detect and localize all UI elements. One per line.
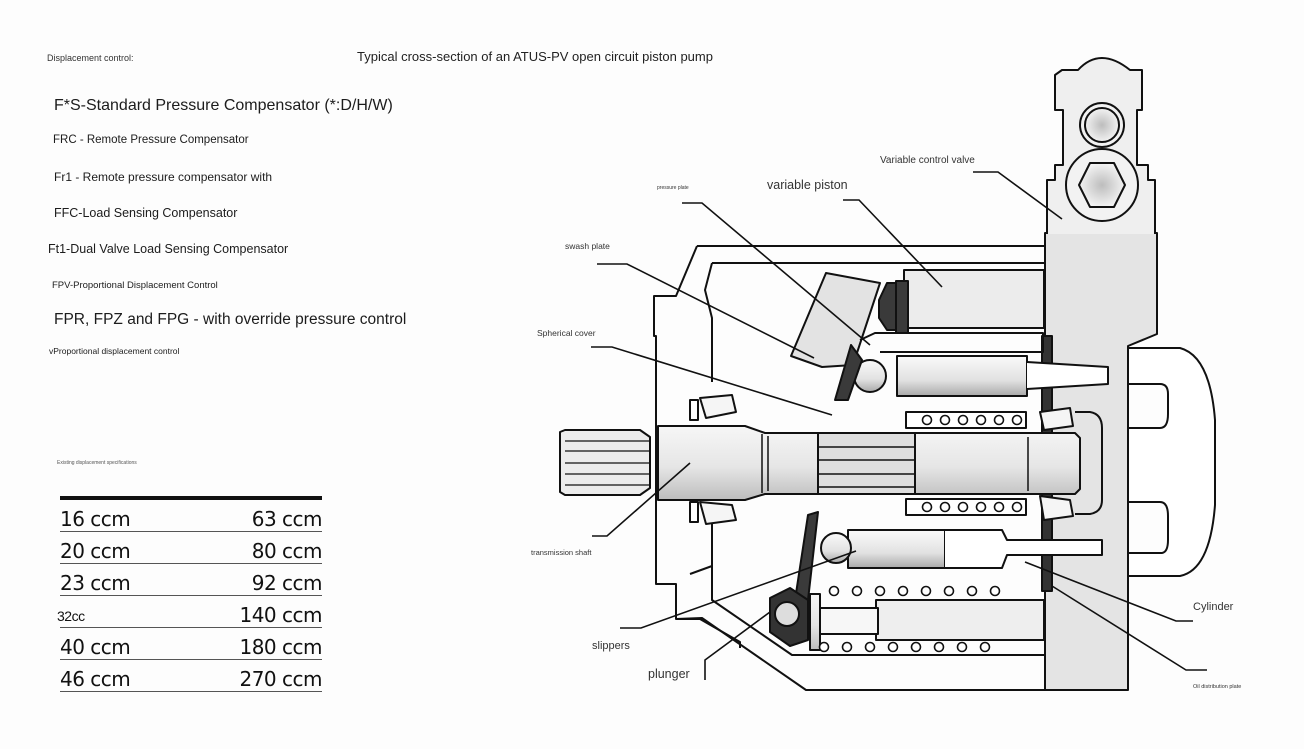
leader-slippers [620, 550, 857, 629]
pump-housing [653, 245, 1045, 691]
control-item-fpv: FPV-Proportional Displacement Control [52, 280, 218, 291]
label-slippers: slippers [592, 640, 630, 652]
displacement-min: 40 ccm [60, 635, 131, 659]
rear-bearing [1039, 407, 1103, 521]
spring-coil [979, 641, 991, 653]
displacement-max: 140 ccm [239, 603, 322, 627]
displacement-min: 20 ccm [60, 539, 131, 563]
leader-oil-distribution-plate [1051, 585, 1207, 671]
spring-coil [874, 585, 886, 597]
spring-coil [920, 585, 932, 597]
spring-coil [1011, 501, 1023, 513]
swash-plate [790, 272, 881, 368]
spring-coil [921, 501, 933, 513]
spring-coil [989, 585, 1001, 597]
spring-coil [910, 641, 922, 653]
label-pressure-plate: pressure plate [657, 185, 689, 191]
spring-coil [828, 585, 840, 597]
leader-lines [591, 171, 1207, 680]
displacement-table: 16 ccm 63 ccm 20 ccm 80 ccm 23 ccm 92 ccm 3… [57, 496, 323, 696]
table-row: 40 ccm 180 ccm [60, 632, 322, 660]
spring-coil [1011, 414, 1023, 426]
table-row: 32cc 140 ccm [57, 600, 322, 628]
displacement-max: 92 ccm [251, 571, 323, 595]
control-item-ffc: FFC-Load Sensing Compensator [54, 206, 238, 220]
control-item-proportional: vProportional displacement control [49, 346, 180, 356]
spring-coil [921, 414, 933, 426]
section-label: Displacement control: [47, 53, 134, 63]
table-row: 46 ccm 270 ccm [60, 664, 322, 692]
spring-coil [841, 641, 853, 653]
control-item-frc: FRC - Remote Pressure Compensator [53, 134, 249, 146]
displacement-max: 63 ccm [251, 507, 323, 531]
spring-coil [975, 501, 987, 513]
transmission-shaft [559, 425, 1081, 501]
leader-variable-piston [843, 199, 943, 288]
control-item-ft1: Ft1-Dual Valve Load Sensing Compensator [48, 242, 289, 256]
displacement-min: 16 ccm [60, 507, 131, 531]
spring-coil [993, 501, 1005, 513]
label-oil-distribution-plate: Oil distribution plate [1193, 684, 1241, 690]
spring-coil [957, 414, 969, 426]
displacement-min: 23 ccm [60, 571, 131, 595]
specs-caption: Existing displacement specifications [57, 460, 137, 466]
leader-cylinder [1024, 561, 1193, 622]
control-item-fr1: Fr1 - Remote pressure compensator with [54, 170, 273, 184]
displacement-max: 80 ccm [251, 539, 323, 563]
spring-coil [887, 641, 899, 653]
variable-piston [878, 269, 1045, 334]
spring-coil [818, 641, 830, 653]
control-item-fs: F*S-Standard Pressure Compensator (*:D/H… [54, 97, 393, 114]
displacement-max: 270 ccm [239, 667, 322, 691]
table-row: 23 ccm 92 ccm [60, 568, 323, 596]
return-spring-assembly [769, 587, 1045, 651]
label-variable-control-valve: Variable control valve [880, 155, 975, 166]
upper-piston [834, 332, 1109, 401]
label-plunger: plunger [648, 667, 690, 681]
label-spherical-cover: Spherical cover [537, 328, 596, 338]
displacement-min: 46 ccm [60, 667, 131, 691]
table-row: 16 ccm 63 ccm [60, 504, 323, 532]
spring-coil [939, 414, 951, 426]
table-top-rule [60, 496, 322, 500]
spring-coil [943, 585, 955, 597]
spring-coil [956, 641, 968, 653]
leader-swash-plate [597, 263, 815, 359]
displacement-min: 32cc [57, 608, 85, 624]
leader-transmission-shaft [592, 462, 691, 537]
spring-coils [818, 414, 1023, 653]
table-row: 20 ccm 80 ccm [60, 536, 323, 564]
label-transmission-shaft: transmission shaft [531, 548, 592, 557]
diagram-title: Typical cross-section of an ATUS-PV open… [357, 49, 713, 64]
spring-coil [957, 501, 969, 513]
spring-coil [939, 501, 951, 513]
front-bearing [689, 394, 737, 525]
spring-coil [975, 414, 987, 426]
label-variable-piston: variable piston [767, 178, 848, 192]
control-item-fpr: FPR, FPZ and FPG - with override pressur… [54, 311, 407, 328]
leader-pressure-plate [682, 202, 871, 346]
spring-coil [993, 414, 1005, 426]
label-cylinder: Cylinder [1193, 601, 1234, 613]
spring-coil [933, 641, 945, 653]
leader-plunger [704, 611, 771, 680]
spring-coil [864, 641, 876, 653]
spring-coil [851, 585, 863, 597]
leader-control-valve [973, 171, 1063, 220]
spring-coil [897, 585, 909, 597]
label-swash-plate: swash plate [565, 241, 610, 251]
spring-coil [966, 585, 978, 597]
control-valve-ports [1065, 102, 1139, 222]
displacement-max: 180 ccm [239, 635, 322, 659]
leader-spherical-cover [591, 346, 833, 416]
